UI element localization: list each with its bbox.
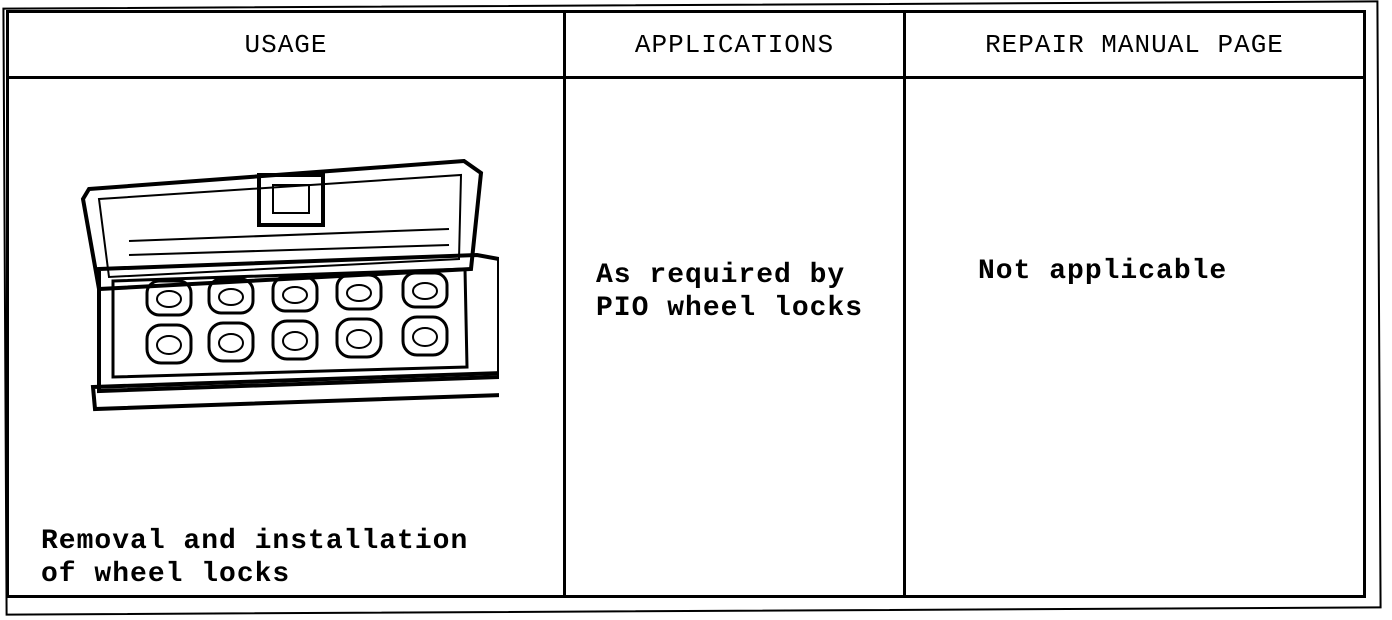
- repair-manual-page-value: Not applicable: [978, 256, 1228, 287]
- header-repair-manual-page-label: REPAIR MANUAL PAGE: [985, 29, 1284, 60]
- header-usage: USAGE: [9, 13, 566, 79]
- tool-table: USAGE APPLICATIONS REPAIR MANUAL PAGE: [6, 10, 1366, 598]
- cell-repair-manual-page: Not applicable: [906, 79, 1363, 595]
- usage-description: Removal and installation of wheel locks: [41, 526, 469, 590]
- header-applications: APPLICATIONS: [566, 13, 906, 79]
- header-repair-manual-page: REPAIR MANUAL PAGE: [906, 13, 1363, 79]
- applications-description: As required by PIO wheel locks: [596, 260, 864, 324]
- cell-usage: Removal and installation of wheel locks: [9, 79, 566, 595]
- cell-applications: As required by PIO wheel locks: [566, 79, 906, 595]
- header-usage-label: USAGE: [244, 29, 328, 60]
- wheel-lock-socket-case-icon: [80, 159, 499, 412]
- header-applications-label: APPLICATIONS: [634, 29, 835, 60]
